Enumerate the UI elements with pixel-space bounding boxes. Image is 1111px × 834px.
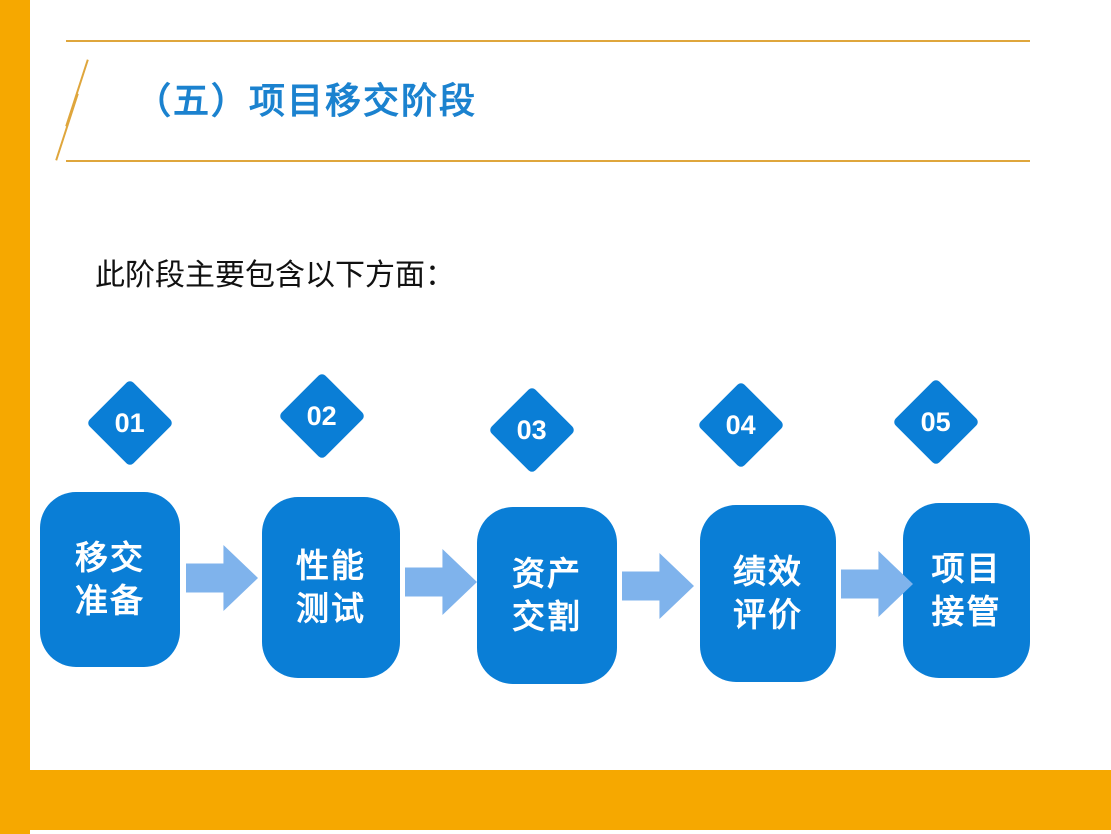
step-number-diamond: 02 [278,372,366,460]
right-arrow-icon [405,549,477,615]
title-top-rule [66,40,1030,42]
step-number-diamond: 04 [697,381,785,469]
right-arrow-icon [186,545,258,611]
step-box: 资产 交割 [477,507,617,684]
title-slash-decoration [55,93,79,161]
bottom-accent-bar [0,770,1111,830]
left-accent-bar [0,0,30,834]
step-label-line: 交割 [512,597,582,635]
step-label-line: 测试 [296,589,366,627]
step-label-line: 性能 [296,547,366,585]
step-number: 02 [306,400,338,431]
step-label-line: 准备 [75,581,145,619]
slide-title: （五）项目移交阶段 [135,80,478,121]
step-label-line: 绩效 [733,553,803,591]
intro-text: 此阶段主要包含以下方面： [95,259,455,292]
step-label-line: 资产 [512,555,582,593]
step-label-line: 评价 [733,595,803,633]
step-number: 01 [114,407,146,438]
step-box: 项目 接管 [903,503,1030,678]
step-number: 03 [516,414,548,445]
step-number-diamond: 01 [86,379,174,467]
step-label-line: 移交 [75,539,145,577]
right-arrow-icon [622,553,694,619]
step-label-line: 项目 [931,550,1002,588]
step-box: 移交 准备 [40,492,180,667]
step-number: 04 [725,409,757,440]
title-bottom-rule [66,160,1030,162]
step-box: 性能 测试 [262,497,400,678]
step-number-diamond: 03 [488,386,576,474]
step-number-diamond: 05 [892,378,980,466]
step-number: 05 [920,406,952,437]
step-box: 绩效 评价 [700,505,836,682]
step-label-line: 接管 [931,592,1002,630]
